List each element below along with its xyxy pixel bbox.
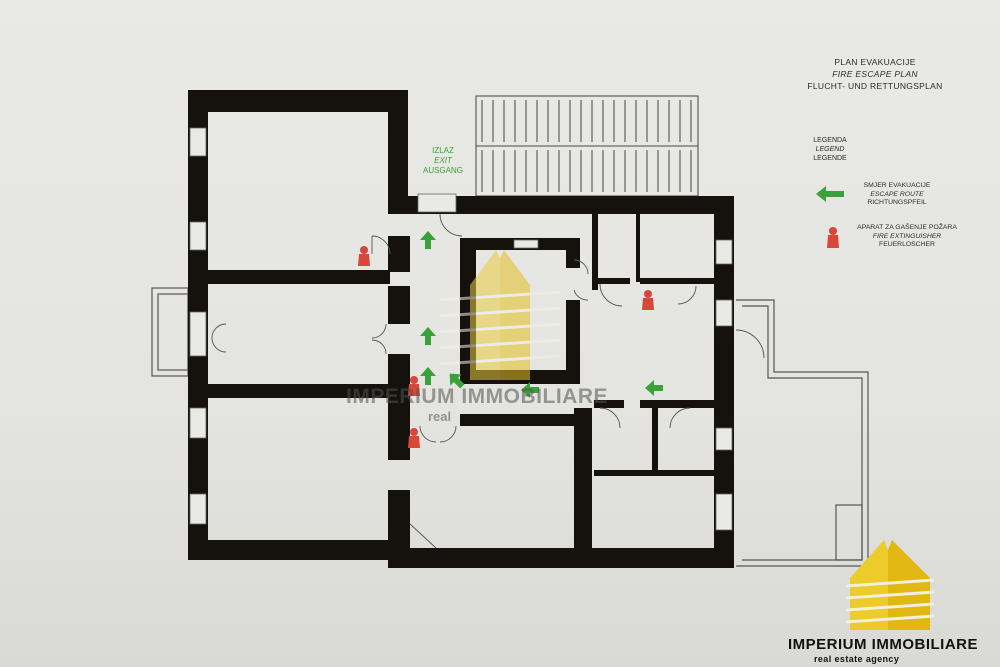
title-line-en: FIRE ESCAPE PLAN xyxy=(832,69,918,79)
windows xyxy=(189,127,733,531)
fire-extinguisher-icon xyxy=(408,428,420,448)
arrow-icon xyxy=(420,231,436,249)
arrow-icon xyxy=(420,367,436,385)
title-line-hr: PLAN EVAKUACIJE xyxy=(834,57,916,67)
legend-ext-hr: APARAT ZA GAŠENJE POŽARA xyxy=(857,224,957,231)
arrow-icon xyxy=(645,380,663,396)
fire-extinguisher-icon xyxy=(408,376,420,396)
logo-subtext: real estate agency xyxy=(814,654,900,664)
terrace-outlines xyxy=(151,287,869,567)
legend-heading-hr: LEGENDA xyxy=(813,137,847,144)
staircase xyxy=(475,95,699,197)
door-swings xyxy=(211,213,765,549)
watermark-logo xyxy=(439,250,561,380)
fire-extinguisher-icon xyxy=(642,290,654,310)
logo-text: IMPERIUM IMMOBILIARE xyxy=(788,636,978,653)
arrow-icon xyxy=(521,382,539,398)
legend-route-hr: SMJER EVAKUACIJE xyxy=(863,182,931,189)
exit-en: EXIT xyxy=(434,156,452,165)
legend-route-de: RICHTUNGSPFEIL xyxy=(867,199,927,206)
exit-label: IZLAZ EXIT AUSGANG xyxy=(418,146,468,176)
legend-ext-de: FEUERLOSCHER xyxy=(879,241,935,248)
arrow-icon xyxy=(420,327,436,345)
escape-route-arrows xyxy=(420,231,663,398)
watermark-text: IMPERIUM IMMOBILIARE xyxy=(346,385,608,408)
legend-arrow-icon xyxy=(816,186,844,202)
exit-hr: IZLAZ xyxy=(432,146,454,155)
legend-extinguisher-icon xyxy=(827,227,839,248)
fire-extinguisher-icon xyxy=(358,246,370,266)
legend-route-en: ESCAPE ROUTE xyxy=(870,190,924,198)
legend-route-text: SMJER EVAKUACIJE ESCAPE ROUTE RICHTUNGSP… xyxy=(842,182,952,208)
legend-heading-en: LEGEND xyxy=(815,146,845,153)
legend-extinguisher-text: APARAT ZA GAŠENJE POŽARA FIRE EXTINGUISH… xyxy=(848,224,966,250)
watermark-sub: real xyxy=(428,409,452,424)
title-line-de: FLUCHT- UND RETTUNGSPLAN xyxy=(807,81,943,91)
exit-de: AUSGANG xyxy=(422,166,463,175)
fire-extinguishers xyxy=(358,246,654,448)
legend-heading-de: LEGENDE xyxy=(813,155,847,162)
legend-ext-en: FIRE EXTINGUISHER xyxy=(872,232,942,240)
agency-logo xyxy=(845,540,935,630)
plan-title: PLAN EVAKUACIJE FIRE ESCAPE PLAN FLUCHT-… xyxy=(760,56,990,92)
legend-heading: LEGENDA LEGEND LEGENDE xyxy=(790,136,870,163)
arrow-icon xyxy=(449,373,465,389)
